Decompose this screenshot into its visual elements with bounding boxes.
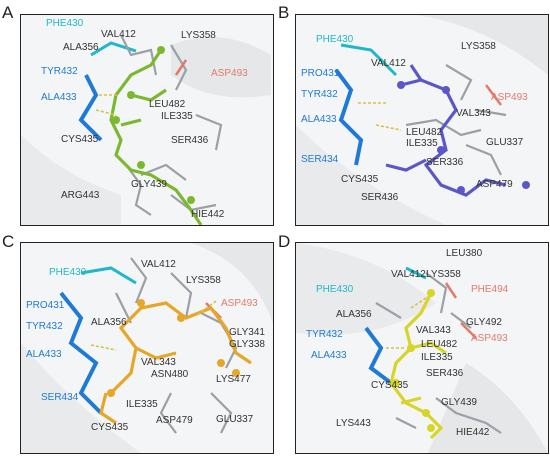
residue-label: ALA433	[26, 349, 62, 360]
docking-panel-b: PHE430 LYS358 VAL412 PRO431 TYR432 ASP49…	[295, 14, 549, 226]
residue-label: CYS435	[61, 134, 99, 145]
residue-label: ALA356	[336, 309, 372, 320]
residue-label: SER436	[426, 368, 464, 379]
residue-label: ALA356	[91, 317, 127, 328]
residue-label: ASP493	[491, 92, 528, 103]
residue-label: ILE335	[406, 138, 438, 149]
residue-label: VAL343	[456, 108, 491, 119]
residue-label: GLY492	[466, 317, 502, 328]
residue-label: PRO431	[26, 300, 65, 311]
residue-label: VAL412	[141, 259, 176, 270]
residue-label: PRO431	[301, 68, 340, 79]
residue-label: LEU482	[406, 127, 443, 138]
residue-label: SER436	[171, 135, 209, 146]
residue-label: CYS435	[341, 174, 379, 185]
docking-panel-d: LEU380 VAL412 LYS358 PHE430 PHE494 ALA35…	[295, 242, 549, 454]
residue-label: CYS435	[371, 380, 409, 391]
residue-label: SER336	[426, 157, 464, 168]
residue-label: ILE335	[126, 399, 158, 410]
residue-label: ASP479	[156, 415, 193, 426]
residue-label: ILE335	[161, 111, 193, 122]
residue-label: VAL412	[391, 269, 426, 280]
residue-label: VAL412	[101, 29, 136, 40]
residue-label: ILE335	[421, 352, 453, 363]
docking-panel-c: PHE430 VAL412 LYS358 PRO431 ASP493 TYR43…	[20, 242, 274, 454]
docking-panel-a: PHE430 VAL412 LYS358 ALA356 TYR432 ASP49…	[20, 14, 274, 226]
panel-label-d: D	[278, 232, 291, 251]
residue-label: HIE442	[456, 427, 490, 438]
residue-label: CYS435	[91, 422, 129, 433]
residue-label: ALA356	[63, 42, 99, 53]
residue-label: LYS358	[186, 275, 221, 286]
docking-pose-b-image	[296, 15, 548, 225]
residue-label: TYR432	[41, 66, 78, 77]
residue-label: ASP493	[471, 333, 508, 344]
residue-label: LEU482	[149, 99, 186, 110]
docking-pose-a-image	[21, 34, 271, 225]
residue-label: GLU337	[486, 137, 524, 148]
docking-pose-c-image	[21, 243, 273, 453]
panel-label-b: B	[278, 3, 290, 22]
residue-label: ASN480	[151, 369, 189, 380]
panel-label-a: A	[2, 3, 14, 22]
residue-label: HIE442	[191, 209, 225, 220]
residue-label: LEU380	[446, 248, 483, 259]
residue-label: TYR432	[301, 89, 338, 100]
residue-label: LYS358	[181, 30, 216, 41]
residue-label: GLY439	[131, 179, 167, 190]
panel-label-c: C	[2, 232, 15, 251]
residue-label: PHE430	[46, 18, 84, 29]
residue-label: PHE494	[471, 284, 509, 295]
residue-label: ARG443	[61, 190, 100, 201]
residue-label: ALA433	[311, 350, 347, 361]
residue-label: LEU482	[421, 339, 458, 350]
residue-label: VAL412	[371, 58, 406, 69]
residue-label: LYS358	[426, 269, 461, 280]
residue-label: ASP493	[221, 298, 258, 309]
docking-pose-d-image	[296, 243, 548, 453]
residue-label: VAL343	[141, 357, 176, 368]
residue-label: ALA433	[41, 92, 77, 103]
residue-label: VAL343	[416, 325, 451, 336]
residue-label: SER434	[301, 154, 339, 165]
residue-label: LYS358	[461, 41, 496, 52]
residue-label: ASP493	[211, 68, 248, 79]
residue-label: ASP479	[476, 179, 513, 190]
residue-label: PHE430	[316, 34, 354, 45]
residue-label: PHE430	[49, 267, 87, 278]
residue-label: TYR432	[306, 329, 343, 340]
residue-label: LYS477	[216, 374, 251, 385]
residue-label: GLY439	[441, 397, 477, 408]
residue-label: GLU337	[216, 414, 254, 425]
residue-label: SER436	[361, 192, 399, 203]
residue-label: SER434	[41, 392, 79, 403]
residue-label: PHE430	[316, 284, 354, 295]
residue-label: GLY338	[229, 339, 265, 350]
residue-label: GLY341	[229, 327, 265, 338]
residue-label: LYS443	[336, 418, 371, 429]
residue-label: ALA433	[301, 114, 337, 125]
residue-label: TYR432	[26, 321, 63, 332]
